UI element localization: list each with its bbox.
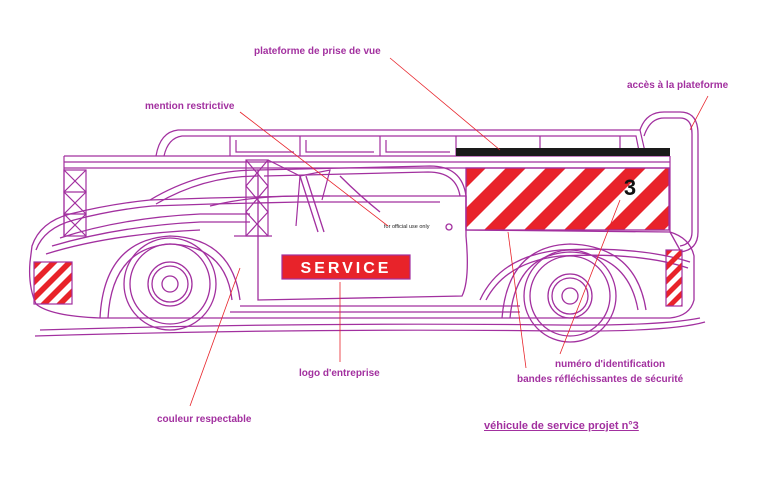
service-sign-text: SERVICE (301, 260, 392, 277)
front-wheel (99, 235, 241, 331)
reflective-stripe (484, 168, 566, 230)
leader-lines (189, 57, 709, 407)
reflective-stripe (666, 262, 682, 285)
reflective-stripe (680, 304, 682, 306)
leader-color (189, 267, 241, 407)
platform-rail-dark (456, 148, 670, 156)
reflective-stripe (0, 262, 26, 304)
leader-platform (389, 57, 501, 151)
label-restrictive: mention restrictive (145, 101, 235, 112)
reflective-stripe (666, 276, 682, 299)
leader-reflective (507, 231, 527, 369)
ground-line (34, 317, 706, 337)
official-use-notice: for official use only (384, 224, 430, 230)
leader-id (559, 199, 621, 355)
reflective-stripe (684, 168, 765, 230)
rear-reflective-stripes (665, 249, 757, 307)
diagram-caption: véhicule de service projet n°3 (484, 420, 639, 432)
reflective-stripe (34, 262, 72, 302)
reflective-stripe (364, 168, 446, 230)
access-ladder (639, 111, 699, 253)
label-logo: logo d'entreprise (299, 368, 380, 379)
label-reflective: bandes réfléchissantes de sécurité (517, 374, 684, 385)
reflective-stripe (56, 288, 72, 304)
reflective-stripe (564, 168, 646, 230)
leader-access (689, 95, 709, 131)
reflective-stripe (34, 262, 42, 270)
leader-restrictive (239, 111, 389, 227)
vehicle-body (28, 195, 695, 319)
reflective-stripe (694, 250, 757, 306)
reflective-stripe (34, 262, 58, 286)
reflective-stripe (666, 250, 682, 271)
reflective-stripe (524, 168, 606, 230)
reflective-stripe (604, 168, 669, 230)
label-id-number: numéro d'identification (555, 359, 666, 370)
rear-reflective-panel (364, 167, 765, 231)
label-color: couleur respectable (157, 414, 252, 425)
reflective-stripe (40, 272, 72, 304)
label-access: accès à la plateforme (627, 80, 729, 91)
rear-wheel (501, 243, 647, 343)
reflective-stripe (666, 290, 682, 306)
reflective-stripe (466, 168, 526, 228)
identification-number: 3 (624, 175, 636, 200)
door (257, 165, 468, 301)
service-sign: SERVICE (281, 254, 411, 280)
label-platform: plateforme de prise de vue (254, 46, 381, 57)
reflective-stripe (666, 250, 673, 257)
reflective-stripe (644, 205, 669, 230)
front-reflective-stripes (0, 261, 73, 305)
reflective-stripe (466, 168, 486, 188)
roll-bar-truss (63, 159, 331, 237)
